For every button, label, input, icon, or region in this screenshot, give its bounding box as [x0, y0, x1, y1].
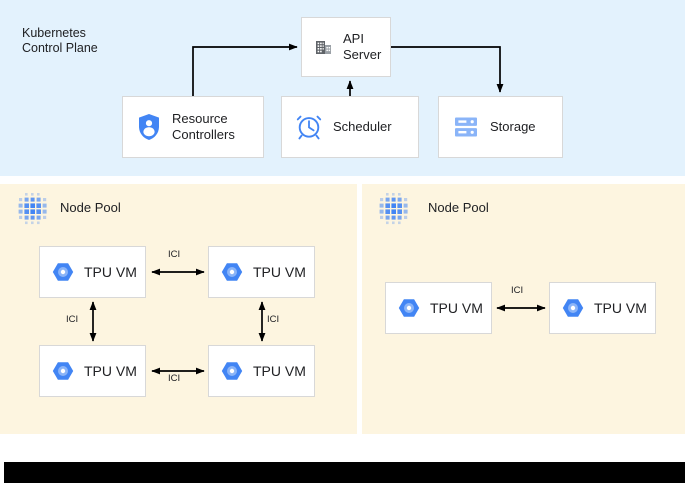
tpu-hexagon-icon: [398, 297, 420, 319]
tpu-hexagon-icon: [221, 360, 243, 382]
tpu-vm-box[interactable]: TPU VM: [208, 246, 315, 298]
node-pool-title: Node Pool: [60, 200, 121, 215]
scheduler-box[interactable]: Scheduler: [281, 96, 419, 158]
ici-link-label: ICI: [267, 314, 280, 325]
server-rack-icon: [453, 114, 479, 140]
scheduler-label: Scheduler: [333, 119, 392, 134]
tpu-vm-label: TPU VM: [84, 264, 137, 280]
tpu-vm-label: TPU VM: [253, 363, 306, 379]
ici-link-label: ICI: [168, 249, 181, 260]
tpu-hexagon-icon: [52, 360, 74, 382]
control-plane-title: Kubernetes Control Plane: [22, 26, 98, 55]
tpu-vm-label: TPU VM: [430, 300, 483, 316]
api-server-label: API Server: [343, 31, 382, 62]
bottom-bar: [4, 462, 685, 483]
ici-link-label: ICI: [66, 314, 79, 325]
dot-matrix-icon: [377, 192, 411, 226]
ici-link-label: ICI: [168, 373, 181, 384]
api-server-box[interactable]: API Server: [301, 17, 391, 77]
node-pool-title: Node Pool: [428, 200, 489, 215]
tpu-hexagon-icon: [52, 261, 74, 283]
ici-link-label: ICI: [511, 285, 524, 296]
storage-box[interactable]: Storage: [438, 96, 563, 158]
storage-label: Storage: [490, 119, 536, 134]
building-icon: [314, 37, 334, 57]
tpu-vm-box[interactable]: TPU VM: [39, 246, 146, 298]
alarm-clock-icon: [296, 113, 322, 141]
resource-controllers-box[interactable]: Resource Controllers: [122, 96, 264, 158]
dot-matrix-icon: [16, 192, 50, 226]
tpu-vm-label: TPU VM: [594, 300, 647, 316]
tpu-vm-label: TPU VM: [84, 363, 137, 379]
tpu-vm-box[interactable]: TPU VM: [39, 345, 146, 397]
tpu-vm-box[interactable]: TPU VM: [549, 282, 656, 334]
tpu-vm-box[interactable]: TPU VM: [208, 345, 315, 397]
resource-controllers-label: Resource Controllers: [172, 111, 235, 142]
tpu-hexagon-icon: [562, 297, 584, 319]
tpu-vm-label: TPU VM: [253, 264, 306, 280]
tpu-vm-box[interactable]: TPU VM: [385, 282, 492, 334]
tpu-hexagon-icon: [221, 261, 243, 283]
shield-user-icon: [137, 113, 161, 141]
